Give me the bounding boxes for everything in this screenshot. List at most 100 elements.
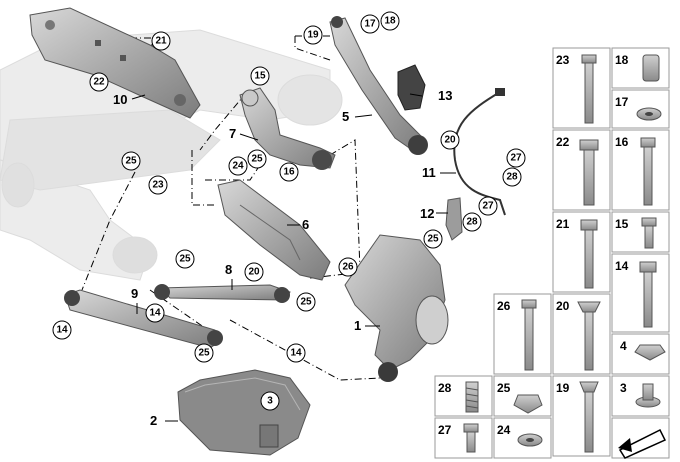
lower-arm-part: [64, 289, 223, 349]
hardware-icons: [463, 54, 667, 459]
callout-27a: [506, 148, 526, 168]
wheel-carrier-part: [344, 234, 449, 382]
bolt-16-icon: [640, 137, 656, 206]
underbody-panel-part: [177, 369, 311, 456]
svg-text:25: 25: [497, 381, 511, 395]
svg-text:21: 21: [155, 36, 167, 47]
grid-numbers: 23 18 17 22 16 21 15 14 26 20 4 28 25 19…: [438, 53, 629, 437]
grid-cell-17: [611, 89, 670, 129]
svg-text:19: 19: [556, 381, 570, 395]
lower-link-part: [217, 179, 331, 281]
callout-3: [260, 391, 280, 411]
svg-text:23: 23: [556, 53, 570, 67]
label-part-7: 7: [229, 126, 236, 141]
nut-18-icon: [642, 54, 660, 82]
grid-cell-19: [552, 375, 611, 457]
svg-text:28: 28: [466, 217, 478, 228]
label-part-1: 1: [354, 318, 361, 333]
svg-text:27: 27: [482, 201, 494, 212]
svg-text:22: 22: [93, 77, 105, 88]
callout-15: [250, 66, 270, 86]
spring-28-icon: [465, 381, 479, 413]
callout-27b: [478, 196, 498, 216]
label-part-8: 8: [225, 262, 232, 277]
label-leader-lines: [131, 93, 456, 422]
callout-numbers: 21 22 15 19 17 18 16 20 25 23 24 25 27 2…: [56, 16, 522, 407]
callouts: [52, 11, 526, 411]
bolt-22-icon: [579, 139, 599, 206]
svg-text:4: 4: [620, 339, 627, 353]
svg-text:26: 26: [497, 299, 511, 313]
svg-text:18: 18: [615, 53, 629, 67]
label-part-12: 12: [420, 206, 434, 221]
grid-cell-3: [611, 375, 670, 417]
washer-24-icon: [517, 433, 543, 447]
callout-26: [338, 257, 358, 277]
grid-cell-28: [434, 375, 493, 417]
label-part-9: 9: [131, 286, 138, 301]
direction-arrow-icon: [618, 428, 667, 459]
svg-text:27: 27: [438, 423, 452, 437]
bolt-20-icon: [577, 301, 601, 371]
svg-text:20: 20: [444, 135, 456, 146]
callout-14a: [145, 303, 165, 323]
bolt-26-icon: [521, 299, 537, 371]
label-part-13: 13: [438, 88, 452, 103]
toe-link-part: [154, 284, 291, 303]
nut-4-icon: [634, 344, 666, 361]
svg-text:14: 14: [149, 308, 161, 319]
callout-25a: [121, 151, 141, 171]
svg-text:23: 23: [152, 180, 164, 191]
callout-24: [228, 156, 248, 176]
callout-17: [360, 14, 380, 34]
label-part-6: 6: [302, 217, 309, 232]
callout-28b: [462, 212, 482, 232]
svg-text:19: 19: [307, 30, 319, 41]
svg-text:17: 17: [364, 19, 376, 30]
bolt-14-icon: [639, 261, 657, 328]
svg-text:25: 25: [125, 156, 137, 167]
svg-text:25: 25: [427, 234, 439, 245]
callout-20a: [440, 130, 460, 150]
svg-text:17: 17: [615, 95, 629, 109]
svg-text:3: 3: [620, 381, 627, 395]
svg-text:20: 20: [248, 267, 260, 278]
nut-25-icon: [513, 394, 543, 414]
grid-cell-15: [611, 211, 670, 253]
svg-text:26: 26: [342, 262, 354, 273]
callout-14c: [286, 343, 306, 363]
callout-22: [89, 72, 109, 92]
callout-16: [279, 162, 299, 182]
svg-text:25: 25: [198, 348, 210, 359]
upper-control-arm-part: [239, 87, 336, 170]
callout-25b: [247, 149, 267, 169]
part-labels: 1 2 5 6 7 8 9 10 11 12 13: [113, 88, 452, 428]
callout-19: [303, 25, 323, 45]
bolt-15-icon: [641, 217, 657, 249]
svg-text:25: 25: [179, 254, 191, 265]
svg-text:27: 27: [510, 153, 522, 164]
bolt-19-icon: [579, 381, 599, 453]
callout-25e: [296, 292, 316, 312]
bolt-21-icon: [580, 219, 598, 289]
bolt-27-icon: [463, 423, 479, 453]
svg-text:24: 24: [232, 161, 244, 172]
callout-20b: [244, 262, 264, 282]
bracket-part: [397, 64, 426, 111]
svg-text:14: 14: [290, 348, 302, 359]
svg-text:28: 28: [438, 381, 452, 395]
label-part-10: 10: [113, 92, 127, 107]
svg-text:25: 25: [300, 297, 312, 308]
sensor-cable-part: [453, 88, 506, 216]
svg-text:14: 14: [56, 325, 68, 336]
svg-text:16: 16: [283, 167, 295, 178]
callout-25d: [175, 249, 195, 269]
callout-25f: [194, 343, 214, 363]
crossmember-part: [29, 7, 201, 119]
label-part-11: 11: [422, 165, 436, 180]
nut-3-icon: [635, 383, 661, 408]
svg-text:21: 21: [556, 217, 570, 231]
callout-28a: [502, 167, 522, 187]
